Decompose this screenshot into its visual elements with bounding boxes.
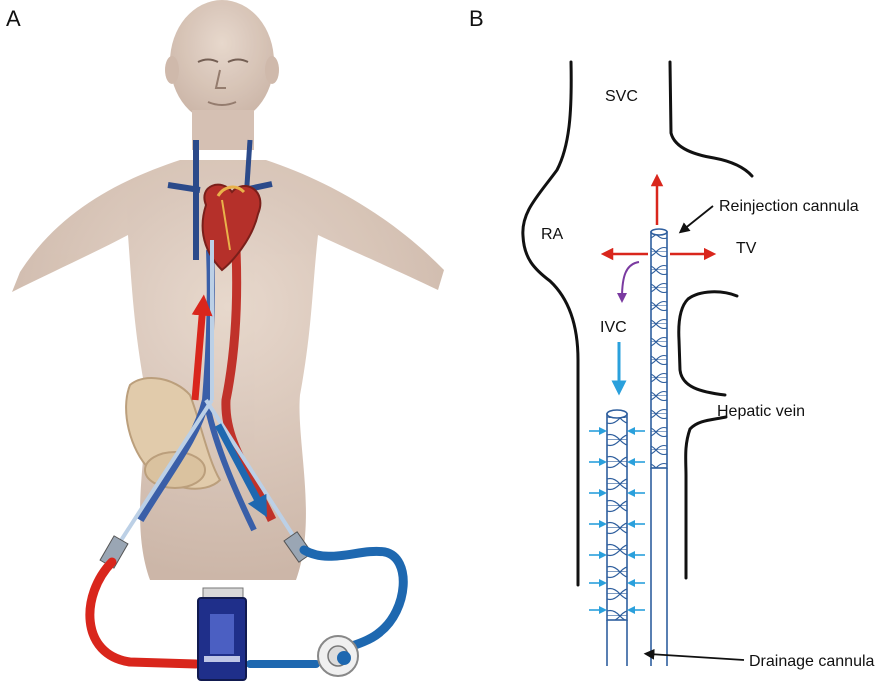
panel-b-letter: B [469,6,484,31]
right-upper-wall [668,60,754,178]
centrifugal-pump [317,635,359,677]
recirculation-arrow [617,261,640,303]
reinjection-cannula [650,228,668,666]
panel-b: B [469,6,875,670]
oxygenator [197,587,247,681]
drainage-cannula-label: Drainage cannula [749,653,875,670]
deoxygenated-flow-arrow [214,423,267,518]
tv-label: TV [736,240,757,257]
ivc-label: IVC [600,319,627,336]
head [170,0,274,124]
reinjection-flow-arrows [600,173,717,261]
drainage-cannula [606,409,628,666]
blue-drainage-tubing [299,545,408,655]
oxygenated-flow-arrow [191,294,213,401]
drainage-pointer [643,648,745,661]
human-body [12,0,444,580]
hepatic-vein-label: Hepatic vein [717,403,805,420]
red-return-tubing [85,557,201,669]
ra-label: RA [541,226,564,243]
drainage-inflow-arrows [589,427,645,614]
panel-a-letter: A [6,6,21,31]
panel-a: A [6,0,444,681]
right-middle-wall [677,290,739,397]
right-lower-wall [684,415,728,580]
reinjection-pointer [678,205,714,234]
left-wall [521,60,580,587]
vessel-outline [521,60,754,587]
reinjection-cannula-label: Reinjection cannula [719,198,859,215]
svc-label: SVC [605,88,638,105]
